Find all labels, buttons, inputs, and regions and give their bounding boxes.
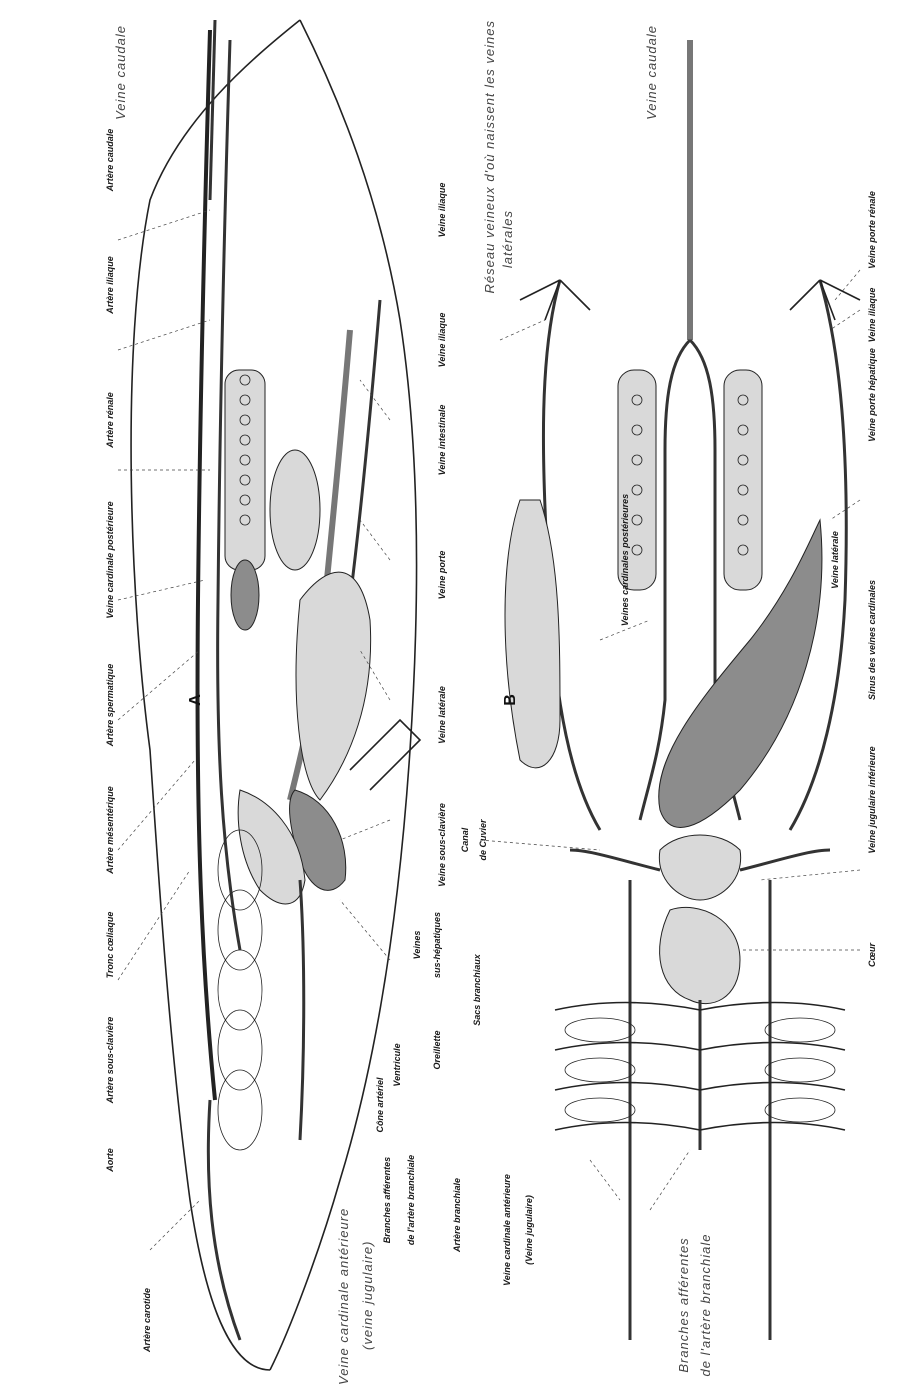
label-b-sinus-veines-cardinales: Sinus des veines cardinales bbox=[867, 580, 877, 700]
kidney-a bbox=[225, 370, 265, 570]
label-a-aorte: Aorte bbox=[105, 1148, 115, 1173]
label-a-ventricule: Ventricule bbox=[392, 1043, 402, 1086]
label-b-branches-afferentes-2: de l'artère branchiale bbox=[698, 1234, 713, 1377]
aorta-vessel bbox=[198, 30, 215, 1100]
kidneys-b bbox=[618, 370, 762, 590]
label-a-veine-iliaque: Veine iliaque bbox=[437, 183, 447, 238]
heart-a bbox=[238, 790, 346, 904]
fish-body-outline-a bbox=[131, 20, 417, 1370]
label-a-veine-cardinale-posterieure: Veine cardinale postérieure bbox=[105, 501, 115, 618]
label-a-artere-carotide: Artère carotide bbox=[142, 1288, 152, 1353]
panel-label-a: A bbox=[187, 694, 204, 706]
duct-cuvier-right bbox=[740, 850, 830, 870]
label-a-branches-afferentes-2: de l'artère branchiale bbox=[406, 1155, 416, 1245]
label-a-artere-sous-claviere: Artère sous-clavière bbox=[105, 1017, 115, 1105]
label-b-veine-iliaque: Veine iliaque bbox=[867, 288, 877, 343]
label-b-veine-jugulaire: (Veine jugulaire) bbox=[524, 1195, 534, 1265]
labels-a: A Veine caudale Artère caudale Veine ili… bbox=[105, 25, 462, 1385]
label-a-veine-sous-claviere: Veine sous-clavière bbox=[437, 803, 447, 887]
label-a-veine-cardinale-anterieure: Veine cardinale antérieure bbox=[336, 1208, 351, 1385]
label-b-veines-cardinales-posterieures: Veines cardinales postérieures bbox=[620, 494, 630, 626]
label-a-artere-iliaque: Artère iliaque bbox=[105, 256, 115, 315]
label-b-reseau-veineux-1: Réseau veineux d'où naissent les veines bbox=[482, 20, 497, 293]
label-a-veine-intestinale: Veine intestinale bbox=[437, 405, 447, 476]
label-b-veine-cardinale-anterieure: Veine cardinale antérieure bbox=[502, 1174, 512, 1286]
label-b-veine-porte-renale: Veine porte rénale bbox=[867, 191, 877, 269]
label-b-branches-afferentes-1: Branches afférentes bbox=[676, 1237, 691, 1372]
label-a-tronc-coeliaque: Tronc cœliaque bbox=[105, 912, 115, 979]
ventral-aorta bbox=[300, 880, 304, 1140]
panel-label-b: B bbox=[502, 694, 519, 706]
panel-a-drawing bbox=[131, 20, 420, 1370]
label-a-branches-afferentes-1: Branches afférentes bbox=[382, 1157, 392, 1243]
duct-cuvier-left bbox=[570, 850, 660, 870]
intestinal-vein bbox=[350, 300, 380, 600]
label-b-veine-porte-hepatique: Veine porte hépatique bbox=[867, 348, 877, 442]
heart-b bbox=[660, 907, 740, 1003]
label-a-veines: Veines bbox=[412, 931, 422, 960]
label-a-artere-spermatique: Artère spermatique bbox=[105, 664, 115, 748]
label-b-veine-caudale: Veine caudale bbox=[644, 25, 659, 120]
panel-b-drawing bbox=[505, 40, 860, 1340]
label-a-artere-branchiale: Artère branchiale bbox=[452, 1178, 462, 1253]
spleen-a bbox=[231, 560, 259, 630]
label-b-sacs-branchiaux: Sacs branchiaux bbox=[472, 953, 482, 1026]
label-b-veine-laterale: Veine latérale bbox=[830, 531, 840, 589]
liver-a bbox=[296, 572, 371, 800]
label-a-veine-iliaque-2: Veine iliaque bbox=[437, 313, 447, 368]
label-a-veine-jugulaire: (veine jugulaire) bbox=[360, 1241, 375, 1351]
label-a-artere-caudale: Artère caudale bbox=[105, 129, 115, 193]
gonad-a bbox=[270, 450, 320, 570]
label-b-de-cuvier: de Cuvier bbox=[478, 819, 488, 861]
label-b-veine-jugulaire-inferieure: Veine jugulaire inférieure bbox=[867, 746, 877, 853]
label-a-artere-renale: Artère rénale bbox=[105, 392, 115, 449]
label-a-artere-mesenterique: Artère mésentérique bbox=[105, 786, 115, 875]
label-b-coeur: Cœur bbox=[867, 943, 877, 967]
label-a-veine-caudale: Veine caudale bbox=[113, 25, 128, 120]
label-a-veine-laterale: Veine latérale bbox=[437, 686, 447, 744]
label-b-canal: Canal bbox=[460, 827, 470, 852]
label-a-veine-porte: Veine porte bbox=[437, 551, 447, 600]
label-a-sus-hepatiques: sus-hépatiques bbox=[432, 912, 442, 978]
sinus-venosus bbox=[659, 835, 740, 900]
label-b-reseau-veineux-2: latérales bbox=[500, 210, 515, 268]
label-a-cone-arteriel: Cône artériel bbox=[375, 1077, 385, 1133]
label-a-oreillette: Oreillette bbox=[432, 1030, 442, 1069]
stomach-b bbox=[505, 500, 560, 768]
